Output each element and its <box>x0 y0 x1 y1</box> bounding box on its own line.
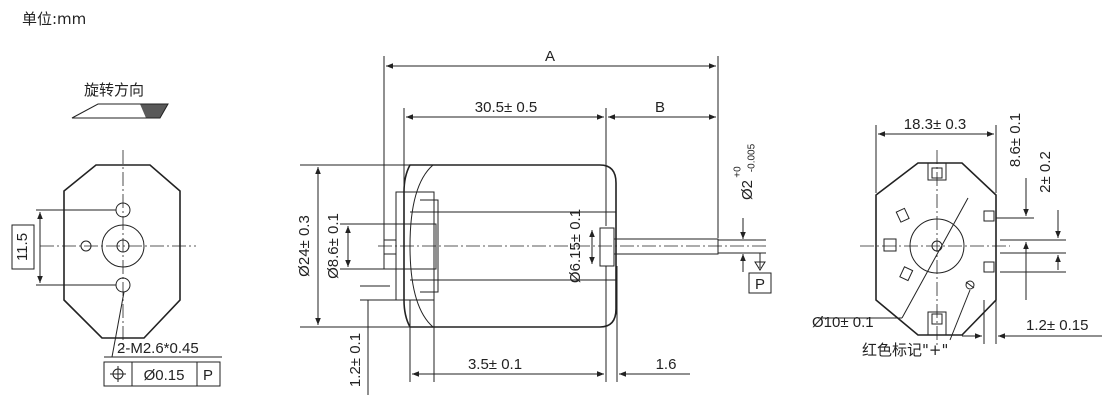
terminal-bottom <box>927 311 947 335</box>
tolerance-value: Ø0.15 <box>144 367 185 384</box>
dim-bearing-diameter: Ø6.15± 0.1 <box>567 209 584 283</box>
dim-shaft-tol-upper: +0 <box>733 166 744 178</box>
dim-rear-top: 8.6± 0.1 <box>1007 113 1024 167</box>
dim-boss-length: 3.5± 0.1 <box>468 356 522 373</box>
dim-rear-offset: 2± 0.2 <box>1037 151 1054 193</box>
rear-boss-outer <box>909 218 965 274</box>
position-tolerance-frame: Ø0.15 P <box>103 361 221 387</box>
shaft-boss-outer <box>101 224 145 268</box>
front-view: 旋转方向 11.5 2-M2.6*0.45 Ø0.15 P <box>11 81 222 387</box>
side-hole <box>80 240 92 252</box>
rotation-arrow-hatch <box>140 104 168 118</box>
dim-hole-spacing: 11.5 <box>14 233 31 261</box>
rotation-direction-label: 旋转方向 <box>84 81 144 99</box>
front-view-outline <box>63 164 181 339</box>
tolerance-datum: P <box>203 367 213 384</box>
dim-rear-width: 18.3± 0.3 <box>904 116 966 133</box>
rear-shaft-stub <box>383 239 397 255</box>
rear-view: 18.3± 0.3 8.6± 0.1 2± 0.2 Ø10± 0.1 1.2± … <box>812 113 1102 359</box>
rear-view-outline <box>875 162 997 336</box>
datum-label: P <box>755 276 765 293</box>
red-mark-plus <box>965 280 975 290</box>
side-view: P A 30.5± 0.5 B Ø24± 0.3 Ø8.6± 0.1 Ø6.15… <box>296 48 772 395</box>
rear-square-pad <box>883 238 897 252</box>
dim-B: B <box>655 99 665 116</box>
dim-rear-boss: Ø10± 0.1 <box>812 314 874 331</box>
bearing-boss <box>599 227 615 267</box>
red-mark-label: 红色标记"+" <box>862 341 948 359</box>
shaft-boss-inner <box>116 239 130 253</box>
dim-boss-diameter: Ø8.6± 0.1 <box>325 213 342 279</box>
dim-shaft-gap: 1.6 <box>656 356 677 373</box>
dim-terminal: 1.2± 0.15 <box>1026 317 1088 334</box>
dim-shaft-base: Ø2 <box>739 180 756 200</box>
dim-shaft-tol-lower: -0.005 <box>747 143 758 172</box>
dim-body-length: 30.5± 0.5 <box>475 99 537 116</box>
output-shaft <box>613 238 719 255</box>
terminal-top <box>927 163 947 181</box>
dim-A: A <box>545 48 555 65</box>
screw-spec: 2-M2.6*0.45 <box>117 340 199 357</box>
unit-label: 单位:mm <box>22 10 86 28</box>
dim-end-thickness: 1.2± 0.1 <box>347 333 364 387</box>
dim-body-diameter: Ø24± 0.3 <box>296 215 313 277</box>
